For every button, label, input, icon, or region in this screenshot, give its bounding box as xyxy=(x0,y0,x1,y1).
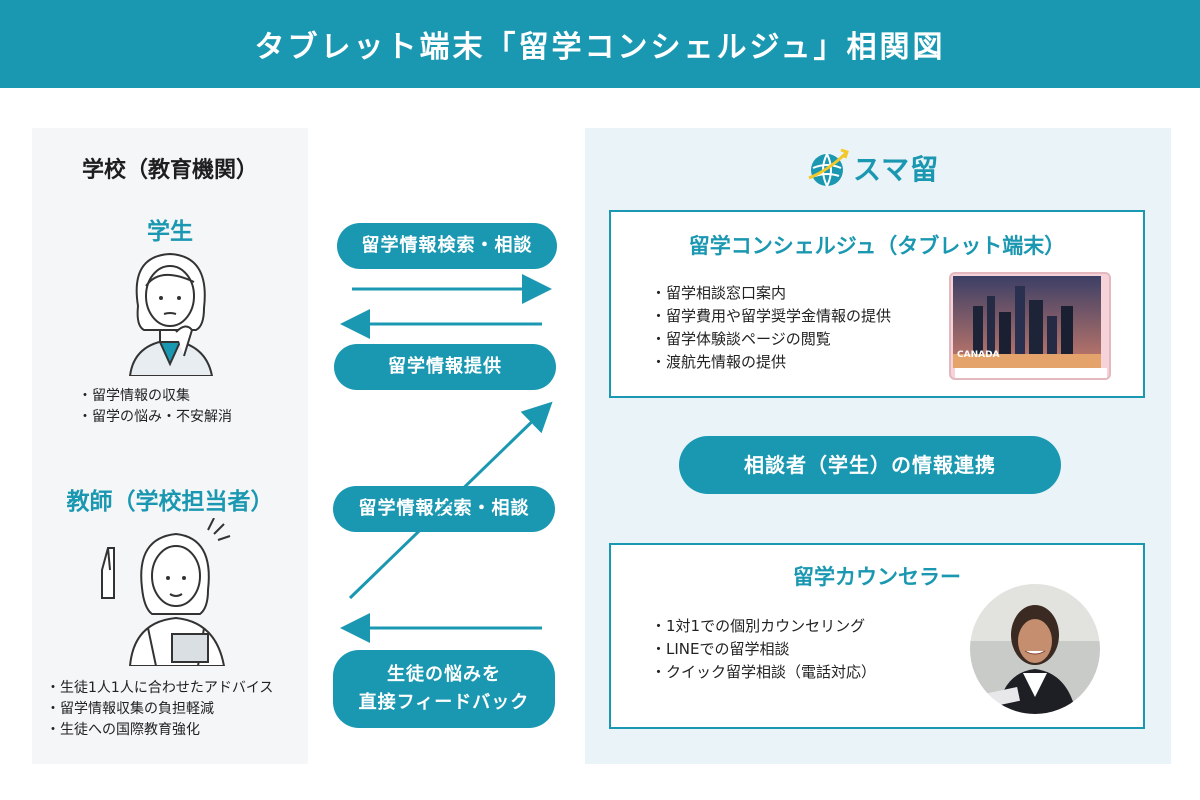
list-item: ・留学情報の収集 xyxy=(78,388,190,404)
student-title: 学生 xyxy=(147,219,193,245)
list-item: ・留学相談窓口案内 xyxy=(651,284,787,302)
school-title: 学校（教育機関） xyxy=(81,158,258,183)
teacher-bullets: ・生徒1人1人に合わせたアドバイス ・留学情報収集の負担軽減 ・生徒への国際教育… xyxy=(46,678,273,741)
tablet-caption: CANADA xyxy=(957,350,1000,360)
logo: スマ留 xyxy=(807,148,957,188)
flow-pill-label: 直接フィードバック xyxy=(358,692,530,713)
flow-pill-label: 留学情報提供 xyxy=(388,356,502,377)
student-bullets: ・留学情報の収集 ・留学の悩み・不安解消 xyxy=(78,386,232,428)
list-item: ・クイック留学相談（電話対応） xyxy=(651,663,877,681)
counselor-box: 留学カウンセラー ・1対1での個別カウンセリング ・LINEでの留学相談 ・クイ… xyxy=(609,543,1145,729)
list-item: ・留学体験談ページの閲覧 xyxy=(651,330,831,348)
flow-pill-search-consult-student: 留学情報検索・相談 xyxy=(337,223,557,269)
student-illustration xyxy=(128,252,214,376)
flow-pill-search-consult-teacher: 留学情報検索・相談 xyxy=(333,486,555,532)
page-title: タブレット端末「留学コンシェルジュ」相関図 xyxy=(254,30,946,65)
info-link-label: 相談者（学生）の情報連携 xyxy=(744,453,996,477)
list-item: ・1対1での個別カウンセリング xyxy=(651,617,866,635)
counselor-title: 留学カウンセラー xyxy=(793,565,961,589)
flow-pill-info-provide: 留学情報提供 xyxy=(334,344,556,390)
list-item: ・留学情報収集の負担軽減 xyxy=(46,701,214,717)
list-item: ・留学費用や留学奨学金情報の提供 xyxy=(651,307,892,325)
city-skyline-image xyxy=(953,276,1101,368)
list-item: ・生徒への国際教育強化 xyxy=(46,722,200,738)
info-link-pill: 相談者（学生）の情報連携 xyxy=(679,436,1061,494)
tablet-image: CANADA xyxy=(949,272,1111,380)
flow-pill-label: 生徒の悩みを xyxy=(387,664,501,685)
teacher-title: 教師（学校担当者） xyxy=(66,489,274,515)
concierge-bullets: ・留学相談窓口案内 ・留学費用や留学奨学金情報の提供 ・留学体験談ページの閲覧 … xyxy=(651,282,891,374)
logo-text: スマ留 xyxy=(853,153,940,186)
flow-pill-label: 留学情報検索・相談 xyxy=(361,235,533,256)
globe-icon xyxy=(808,148,849,187)
list-item: ・生徒1人1人に合わせたアドバイス xyxy=(46,680,274,696)
flow-pill-label: 留学情報検索・相談 xyxy=(358,498,530,519)
teacher-illustration xyxy=(101,518,231,666)
flow-pill-feedback: 生徒の悩みを 直接フィードバック xyxy=(333,650,555,728)
concierge-title: 留学コンシェルジュ（タブレット端末） xyxy=(688,234,1066,258)
counselor-bullets: ・1対1での個別カウンセリング ・LINEでの留学相談 ・クイック留学相談（電話… xyxy=(651,615,876,684)
list-item: ・留学の悩み・不安解消 xyxy=(78,409,232,425)
tablet-button-bar xyxy=(955,368,1107,378)
concierge-box: 留学コンシェルジュ（タブレット端末） ・留学相談窓口案内 ・留学費用や留学奨学金… xyxy=(609,210,1145,398)
list-item: ・渡航先情報の提供 xyxy=(651,353,787,371)
counselor-photo xyxy=(968,582,1102,716)
page-title-banner: タブレット端末「留学コンシェルジュ」相関図 xyxy=(0,0,1200,88)
list-item: ・LINEでの留学相談 xyxy=(651,640,790,658)
school-panel: 学校（教育機関） 学生 ・留学情報の収集 ・留学の悩み・不安解消 教師（学校担当… xyxy=(32,128,308,764)
